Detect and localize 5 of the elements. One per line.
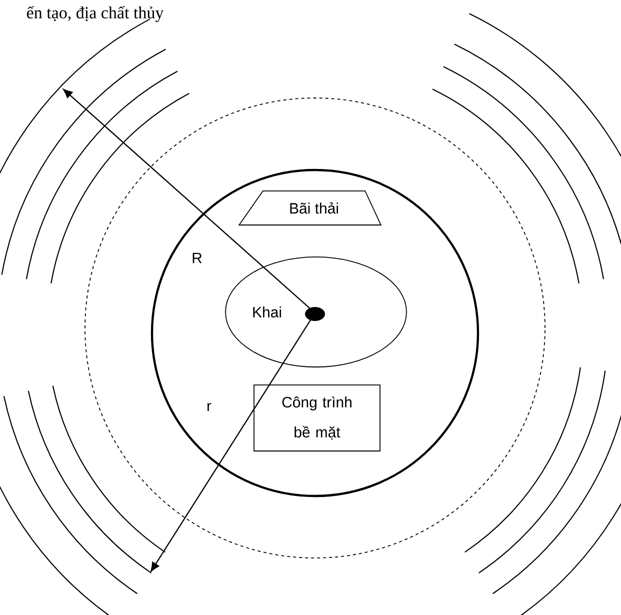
- process-box: Công trình bề mặt: [254, 384, 380, 452]
- dimension-label: r: [208, 402, 212, 412]
- dimension-label: R: [192, 252, 202, 264]
- ellipse-zone: Khai: [225, 256, 407, 368]
- top-text: ến tạo, địa chất thủy: [26, 6, 164, 22]
